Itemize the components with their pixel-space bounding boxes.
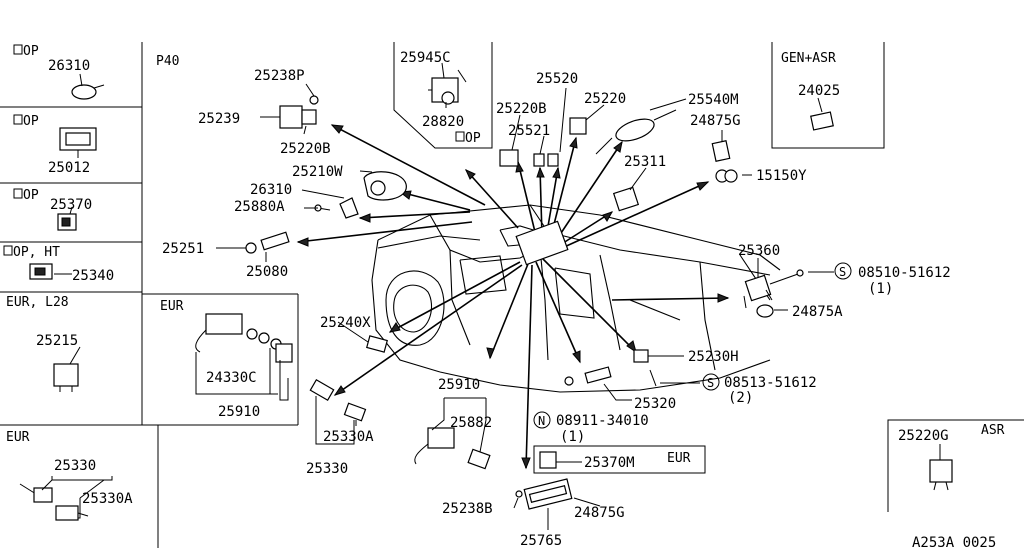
label-25520: 25520 (536, 71, 578, 87)
label-24875G-a: 24875G (690, 113, 741, 129)
section-op-2: OP (13, 114, 39, 129)
label-25765: 25765 (520, 533, 562, 549)
label-25910-b: 25910 (438, 377, 480, 393)
left-column-frame (0, 42, 159, 548)
label-25945C: 25945C (400, 50, 451, 66)
label-24875G-b: 24875G (574, 505, 625, 521)
label-25238P: 25238P (254, 68, 305, 84)
diagram-code: A253A 0025 (912, 535, 996, 551)
part-labels: 26310 25012 25370 25340 25215 25330 2533… (36, 50, 951, 549)
svg-text:OP: OP (23, 44, 39, 59)
label-25521: 25521 (508, 123, 550, 139)
op-top-frame (393, 42, 493, 149)
label-25330-b: 25330 (306, 461, 348, 477)
label-25311: 25311 (624, 154, 666, 170)
svg-text:08911-34010: 08911-34010 (556, 413, 649, 429)
section-op-3: OP (13, 188, 39, 203)
label-24330C: 24330C (206, 370, 257, 386)
label-25330A-a: 25330A (82, 491, 133, 507)
arrows (297, 124, 729, 469)
label-leaders (41, 62, 941, 530)
arrowheads (296, 124, 730, 470)
label-25370: 25370 (50, 197, 92, 213)
section-op-1: OP (13, 44, 39, 59)
label-25215: 25215 (36, 333, 78, 349)
section-op-ht: OP, HT (3, 245, 60, 260)
label-25370M: 25370M (584, 455, 635, 471)
label-25220: 25220 (584, 91, 626, 107)
svg-text:08510-51612: 08510-51612 (858, 265, 951, 281)
svg-text:OP: OP (465, 131, 481, 146)
label-25238B: 25238B (442, 501, 493, 517)
label-25320: 25320 (634, 396, 676, 412)
label-25210W: 25210W (292, 164, 343, 180)
part-drawings (19, 69, 953, 521)
label-25080: 25080 (246, 264, 288, 280)
label-25330-a: 25330 (54, 458, 96, 474)
eur-box-frame (142, 293, 299, 426)
label-25880A: 25880A (234, 199, 285, 215)
label-25360: 25360 (738, 243, 780, 259)
label-15150Y: 15150Y (756, 168, 807, 184)
svg-text:(1): (1) (868, 281, 893, 297)
label-25330A-b: 25330A (323, 429, 374, 445)
section-p40: P40 (156, 54, 179, 69)
label-24875A: 24875A (792, 304, 843, 320)
label-25340: 25340 (72, 268, 114, 284)
svg-text:08513-51612: 08513-51612 (724, 375, 817, 391)
label-26310-b: 26310 (250, 182, 292, 198)
section-asr: ASR (981, 423, 1005, 438)
label-26310-a: 26310 (48, 58, 90, 74)
label-25239: 25239 (198, 111, 240, 127)
svg-text:N: N (538, 414, 545, 428)
section-eur-box: EUR (160, 299, 184, 314)
label-25012: 25012 (48, 160, 90, 176)
label-25230H: 25230H (688, 349, 739, 365)
section-eur-l28: EUR, L28 (6, 295, 69, 310)
section-eur-left: EUR (6, 430, 30, 445)
label-25240X: 25240X (320, 315, 371, 331)
svg-text:OP, HT: OP, HT (13, 245, 60, 260)
section-eur-inline: EUR (667, 451, 691, 466)
eur-inline-frame (533, 445, 706, 474)
label-08513-51612: S 08513-51612 (2) (702, 373, 817, 406)
label-25540M: 25540M (688, 92, 739, 108)
asr-frame (887, 419, 1024, 512)
label-28820: 28820 (422, 114, 464, 130)
gen-asr-frame (771, 42, 885, 149)
svg-text:(2): (2) (728, 390, 753, 406)
svg-text:(1): (1) (560, 429, 585, 445)
label-25220B-a: 25220B (280, 141, 331, 157)
label-08510-51612: S 08510-51612 (1) (834, 262, 951, 297)
section-gen-asr: GEN+ASR (781, 51, 836, 66)
label-25220G: 25220G (898, 428, 949, 444)
svg-text:OP: OP (23, 114, 39, 129)
label-25910-a: 25910 (218, 404, 260, 420)
svg-text:OP: OP (23, 188, 39, 203)
label-25220B-b: 25220B (496, 101, 547, 117)
label-25251: 25251 (162, 241, 204, 257)
label-25882: 25882 (450, 415, 492, 431)
svg-text:S: S (707, 376, 714, 390)
label-24025: 24025 (798, 83, 840, 99)
section-op-top: OP (455, 131, 481, 146)
label-08911-34010: N 08911-34010 (1) (533, 411, 649, 445)
svg-text:S: S (839, 265, 846, 279)
